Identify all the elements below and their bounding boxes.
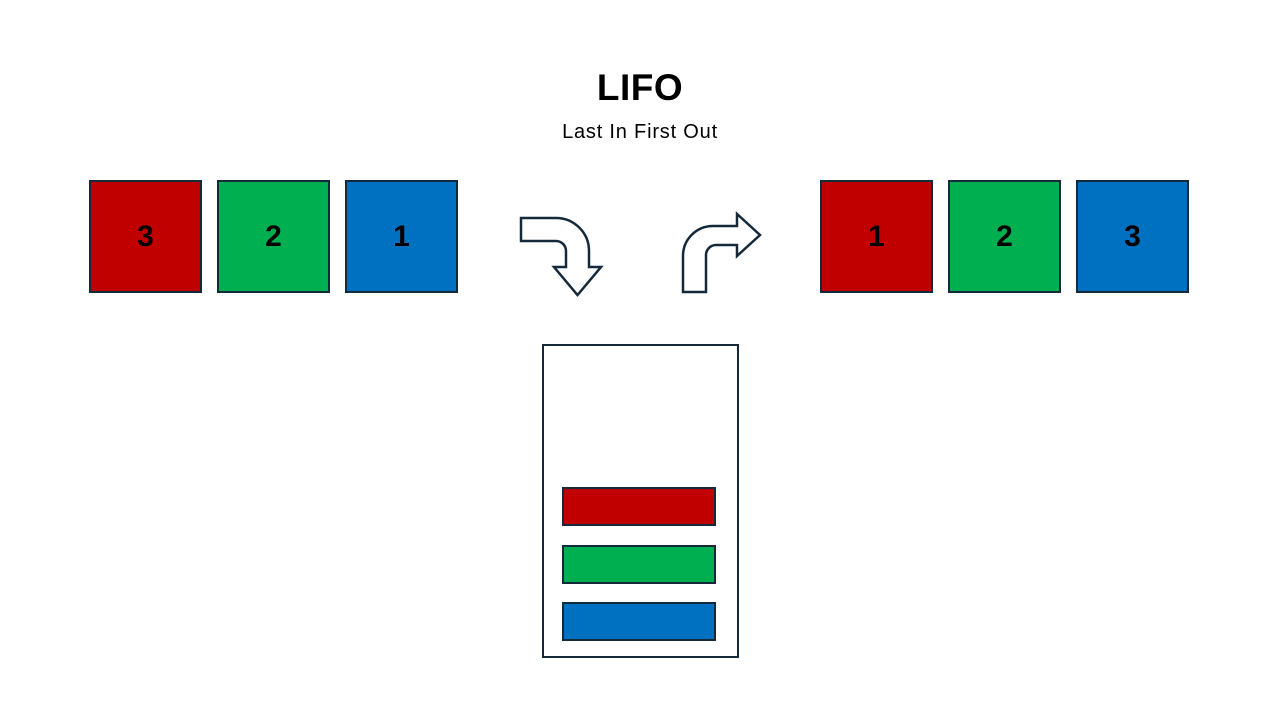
stack-item-bottom: [562, 602, 716, 641]
pop-curved-right-arrow-icon: [681, 211, 762, 294]
push-curved-down-arrow-icon: [519, 216, 604, 297]
input-sequence: 3 2 1: [89, 180, 458, 293]
output-box-1-label: 1: [868, 219, 885, 253]
input-box-2-label: 2: [265, 219, 282, 253]
input-box-2: 2: [217, 180, 330, 293]
output-sequence: 1 2 3: [820, 180, 1189, 293]
output-box-2-label: 2: [996, 219, 1013, 253]
input-box-3: 1: [345, 180, 458, 293]
input-box-3-label: 1: [393, 219, 410, 253]
page-subtitle: Last In First Out: [562, 121, 718, 143]
output-box-1: 1: [820, 180, 933, 293]
output-box-2: 2: [948, 180, 1061, 293]
stack-item-top: [562, 487, 716, 526]
output-box-3-label: 3: [1124, 219, 1141, 253]
stack-item-middle: [562, 545, 716, 584]
input-box-1-label: 3: [137, 219, 154, 253]
stack-container: [542, 344, 739, 658]
output-box-3: 3: [1076, 180, 1189, 293]
page-title: LIFO: [596, 67, 684, 108]
input-box-1: 3: [89, 180, 202, 293]
